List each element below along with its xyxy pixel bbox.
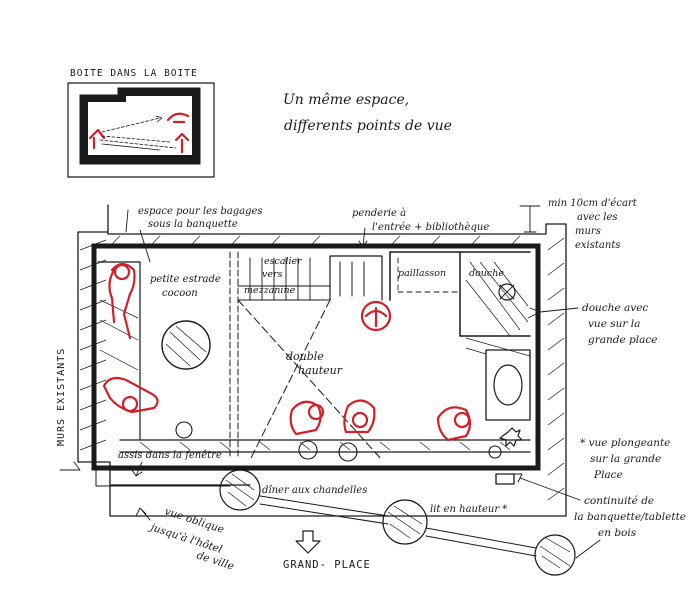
continuite-line-1: continuité de [584,495,654,507]
douche-vue-line-1: douche avec [582,302,648,314]
murs-existants-label: MURS EXISTANTS [56,348,67,446]
grand-place-label: GRAND- PLACE [283,559,371,571]
continuite-line-2: la banquette/tablette [574,511,686,523]
inset-title: BOITE DANS LA BOITE [70,68,198,79]
vue-plongeante-line-2: sur la grande [590,453,661,465]
escalier-line-1: escalier [264,256,303,267]
occupant-figures [102,262,472,442]
ecart-line-3: murs [575,226,601,237]
mezzanine-label: mezzanine [244,285,296,296]
vue-plongeante-line-1: * vue plongeante [580,437,670,449]
double-line-1: double [286,350,324,363]
interior-partitions [97,251,531,485]
double-line-2: hauteur [298,364,343,377]
heading-line-2: differents points de vue [284,118,452,134]
assis-label: assis dans la fenêtre [118,450,222,461]
bagages-line-1: espace pour les bagages [138,206,263,217]
douche-vue-line-3: grande place [588,334,657,346]
ecart-line-2: avec les [577,212,618,223]
vue-plongeante-line-3: Place [593,469,623,481]
penderie-line-2: l'entrée + bibliothèque [372,222,489,233]
escalier-line-2: vers [262,269,283,280]
grand-place-arrow-icon [295,530,321,554]
diner-label: dîner aux chandelles [262,485,367,496]
estrade-line-1: petite estrade [150,274,221,285]
douche-label: douche [469,268,504,279]
douche-vue-line-2: vue sur la [588,318,640,330]
ecart-line-1: min 10cm d'écart [548,198,638,209]
heading-line-1: Un même espace, [283,92,409,108]
lit-label: lit en hauteur * [430,504,507,515]
penderie-line-1: penderie à [352,208,406,219]
inset-diagram: BOITE DANS LA BOITE [67,68,215,178]
estrade-line-2: cocoon [162,288,198,299]
continuite-line-3: en bois [598,527,637,539]
paillasson-label: paillasson [398,268,446,279]
inner-box [91,243,541,471]
ecart-line-4: existants [575,240,620,251]
bagages-line-2: sous la banquette [148,219,238,230]
